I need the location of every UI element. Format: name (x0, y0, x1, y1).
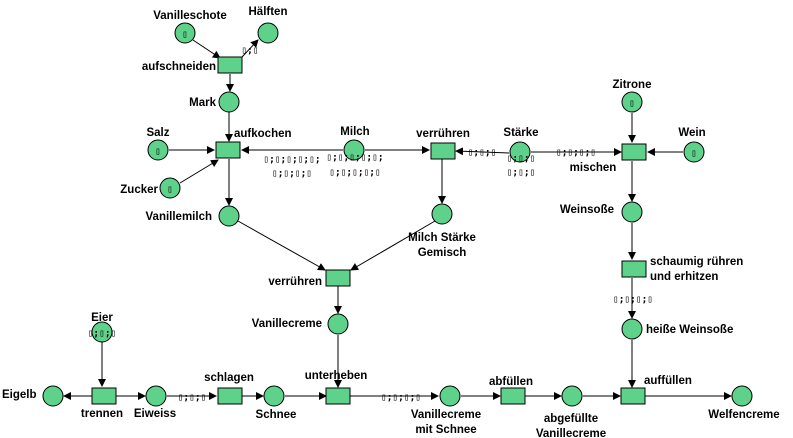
place-heisse-weinsosse (621, 318, 643, 340)
label-eiweiss: Eiweiss (134, 408, 176, 420)
place-zitrone (621, 91, 643, 113)
label-unterheben: unterheben (305, 370, 368, 382)
place-mark (218, 91, 240, 113)
place-vanillecreme-mit-schnee (439, 385, 461, 407)
arc-zucker-aufkochen (179, 159, 219, 184)
token-aufkochen-milch-2: ▯;▯;▯;▯ (272, 168, 312, 179)
transition-schlagen (217, 387, 243, 405)
label-vms-1: Vanillecreme (411, 409, 481, 421)
arc-vanillemilch-verruehren (237, 220, 326, 271)
token-aufkochen-milch-1: ▯;▯;▯;▯;▯; (263, 154, 320, 165)
label-eier: Eier (91, 312, 113, 324)
label-abgefuellte-1: abgefüllte (544, 413, 598, 425)
transition-mischen (621, 143, 647, 161)
transition-unterheben (325, 387, 351, 405)
token-staerke-mischen: ▯;▯;▯;▯ (556, 147, 596, 158)
arc-gemisch-verruehren (350, 220, 436, 271)
label-vanilleschote: Vanilleschote (153, 10, 227, 22)
place-vanillecreme (327, 313, 349, 335)
transition-auffuellen (620, 387, 646, 405)
place-weinsosse (621, 201, 643, 223)
place-milch (343, 139, 365, 161)
label-wein: Wein (678, 127, 705, 139)
token-schaumig-heiss: ▯;▯;▯;▯ (613, 294, 653, 305)
transition-verruehren-top (430, 142, 456, 160)
token-verruehren-staerke: ▯;▯;▯ (468, 147, 497, 158)
place-eier (91, 321, 113, 343)
token-staerke-1: ▯;▯;▯ (507, 153, 536, 164)
label-schaumig-2: und erhitzen (650, 271, 718, 283)
label-gemisch-1: Milch Stärke (408, 232, 476, 244)
label-salz: Salz (146, 127, 169, 139)
place-eiweiss (145, 385, 167, 407)
transition-labels: aufschneiden aufkochen verrühren mischen… (81, 61, 743, 420)
label-milch: Milch (340, 126, 369, 138)
label-schaumig-1: schaumig rühren (650, 256, 743, 268)
label-abgefuellte-2: Vanillecreme (536, 428, 606, 438)
label-auffuellen: auffüllen (644, 375, 692, 387)
place-abgefuellte-vanillecreme (561, 385, 583, 407)
place-wein (683, 141, 705, 163)
transitions (91, 56, 647, 405)
label-gemisch-2: Gemisch (418, 247, 467, 259)
token-haelften-arc: ▯;▯ (241, 45, 258, 56)
transition-abfuellen (500, 387, 526, 405)
place-labels: Vanilleschote Hälften Mark Salz Zucker V… (2, 6, 780, 438)
place-eigelb (42, 385, 64, 407)
token-salz: ▯ (155, 146, 161, 157)
label-heisse-weinsosse: heiße Weinsoße (646, 324, 733, 336)
transition-schaumig (621, 260, 647, 278)
label-abfuellen: abfüllen (489, 376, 533, 388)
label-zucker: Zucker (120, 184, 158, 196)
arc-staerke-verruehren (455, 147, 510, 156)
place-vanilleschote (174, 22, 196, 44)
transition-aufschneiden (217, 56, 243, 74)
token-unterheben-vms: ▯;▯;▯;▯ (381, 392, 421, 403)
place-welfencreme (731, 385, 753, 407)
label-mark: Mark (189, 97, 216, 109)
label-eigelb: Eigelb (2, 389, 37, 401)
transition-verruehren-mid (325, 269, 351, 287)
label-staerke: Stärke (503, 127, 538, 139)
label-aufschneiden: aufschneiden (142, 61, 216, 73)
label-verruehren-top: verrühren (416, 128, 470, 140)
label-weinsosse: Weinsoße (560, 204, 614, 216)
place-milch-staerke-gemisch (431, 203, 453, 225)
place-haelften (257, 22, 279, 44)
label-aufkochen: aufkochen (234, 128, 292, 140)
label-welfencreme: Welfencreme (708, 409, 779, 421)
place-staerke (509, 141, 531, 163)
label-trennen: trennen (81, 408, 123, 420)
token-wein: ▯ (691, 148, 697, 159)
place-zucker (159, 177, 181, 199)
edges (63, 39, 732, 400)
label-vms-2: mit Schnee (415, 424, 476, 436)
places (42, 22, 753, 407)
transition-trennen (91, 387, 117, 405)
token-zitrone: ▯ (629, 98, 635, 109)
label-verruehren-mid: verrühren (268, 276, 322, 288)
label-zitrone: Zitrone (613, 79, 652, 91)
place-salz (147, 139, 169, 161)
token-zucker: ▯ (167, 184, 173, 195)
label-schnee: Schnee (256, 409, 297, 421)
token-milch-2: ▯;▯;▯;▯;▯ (329, 167, 380, 178)
place-vanillemilch (218, 205, 240, 227)
arc-vanilleschote-aufschneiden (192, 39, 221, 59)
label-mischen: mischen (570, 162, 617, 174)
token-eiweiss-schlagen: ▯;▯;▯ (178, 392, 207, 403)
token-vanilleschote: ▯ (182, 29, 188, 40)
label-schlagen: schlagen (204, 372, 254, 384)
transition-aufkochen (215, 141, 241, 159)
label-vanillecreme: Vanillecreme (252, 318, 322, 330)
token-milch-1: ▯;▯;▯;▯;▯; (326, 152, 383, 163)
token-eier: ▯;▯;▯ (88, 328, 117, 339)
arc-aufschneiden-haelften (241, 39, 259, 58)
label-haelften: Hälften (249, 6, 288, 18)
label-vanillemilch: Vanillemilch (146, 211, 212, 223)
tokens: ▯ ▯;▯ ▯ ▯ ▯;▯;▯;▯;▯; ▯;▯;▯;▯ ▯;▯;▯;▯;▯; … (88, 29, 697, 403)
token-staerke-2: ▯;▯;▯ (507, 167, 536, 178)
place-schnee (263, 385, 285, 407)
